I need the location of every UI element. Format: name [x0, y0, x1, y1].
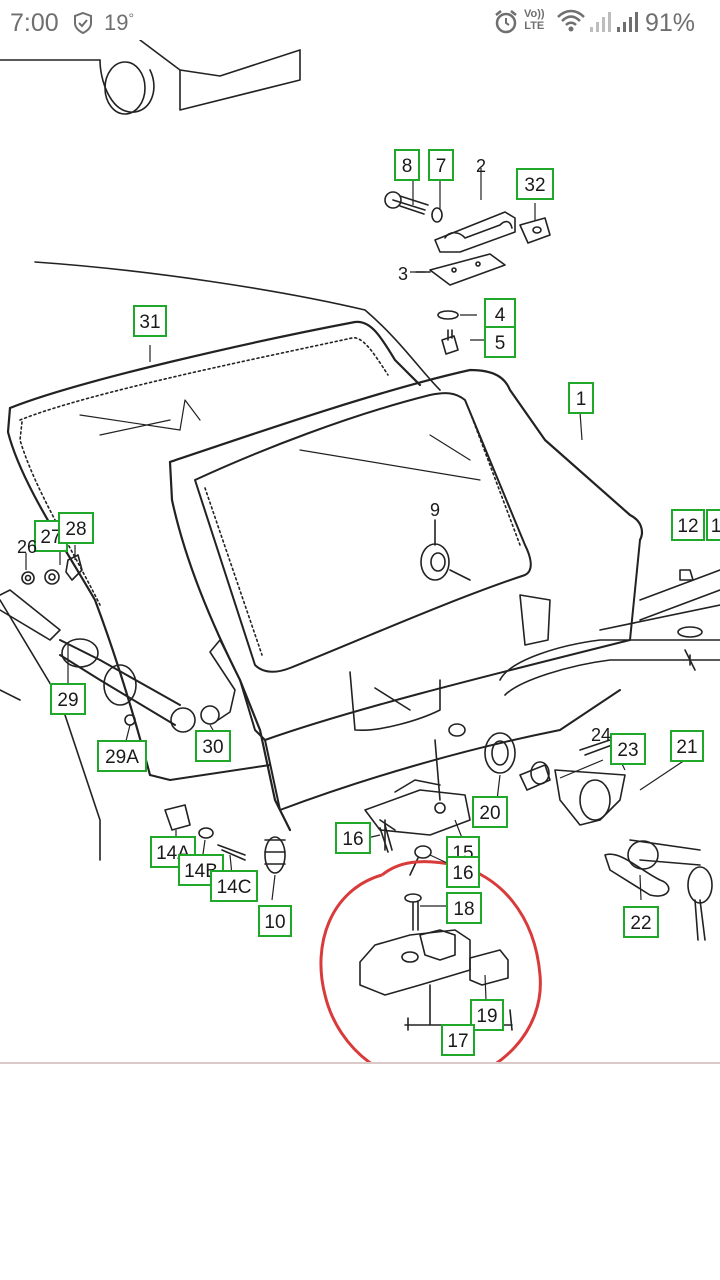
callout-1-edge[interactable]: 1: [706, 509, 720, 541]
callout-23[interactable]: 23: [610, 733, 646, 765]
content-divider: [0, 1062, 720, 1064]
volte-label: Vo)): [524, 8, 545, 20]
alarm-icon: [493, 9, 519, 42]
callout-19[interactable]: 19: [470, 999, 504, 1031]
diagram-drawing: [0, 40, 720, 1064]
parts-diagram: 8 7 32 4 5 31 1 12 1 27 28 29 30 29A 14A…: [0, 40, 720, 1064]
label-26: 26: [17, 537, 38, 557]
callout-22[interactable]: 22: [623, 906, 659, 938]
callout-29[interactable]: 29: [50, 683, 86, 715]
battery-level: 91%: [645, 9, 696, 37]
callout-30[interactable]: 30: [195, 730, 231, 762]
wifi-icon: [556, 9, 586, 40]
degree-sign: °: [128, 10, 135, 26]
callout-17[interactable]: 17: [441, 1024, 475, 1056]
temperature-value: 19: [104, 10, 129, 35]
lte-indicator: Vo))LTE: [524, 8, 545, 32]
signal-icon-2: [616, 10, 638, 41]
callout-28[interactable]: 28: [58, 512, 94, 544]
shield-icon: [73, 11, 93, 42]
callout-14a[interactable]: 14A: [150, 836, 196, 868]
callout-7[interactable]: 7: [428, 149, 454, 181]
callout-10[interactable]: 10: [258, 905, 292, 937]
status-bar: 7:00 19° Vo))LTE 91%: [0, 0, 720, 46]
callout-29a[interactable]: 29A: [97, 740, 147, 772]
label-3: 3: [398, 264, 409, 284]
status-temperature: 19°: [104, 10, 134, 36]
label-9: 9: [430, 500, 441, 520]
callout-32[interactable]: 32: [516, 168, 554, 200]
label-24: 24: [591, 725, 612, 745]
callout-16-lower[interactable]: 16: [446, 856, 480, 888]
callout-20[interactable]: 20: [472, 796, 508, 828]
callout-18[interactable]: 18: [446, 892, 482, 924]
callout-12[interactable]: 12: [671, 509, 705, 541]
callout-8[interactable]: 8: [394, 149, 420, 181]
callout-31[interactable]: 31: [133, 305, 167, 337]
signal-icon: [589, 10, 611, 41]
callout-16[interactable]: 16: [335, 822, 371, 854]
status-time: 7:00: [10, 9, 59, 37]
lte-label: LTE: [524, 20, 545, 32]
callout-1[interactable]: 1: [568, 382, 594, 414]
label-2: 2: [476, 156, 487, 176]
callout-5[interactable]: 5: [484, 326, 516, 358]
callout-21[interactable]: 21: [670, 730, 704, 762]
callout-14c[interactable]: 14C: [210, 870, 258, 902]
